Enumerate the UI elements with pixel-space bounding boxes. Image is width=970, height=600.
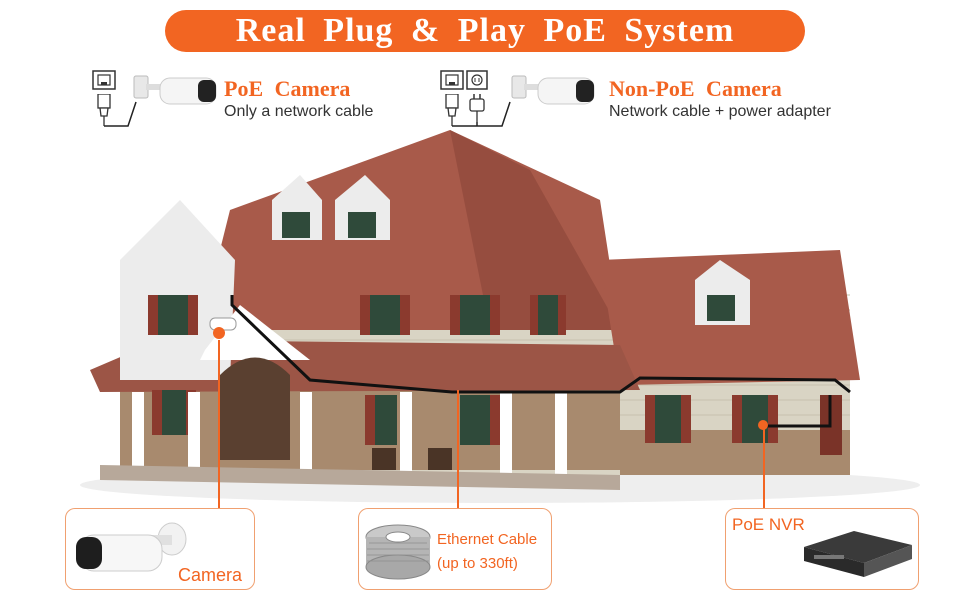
bullet-camera-icon	[76, 522, 187, 572]
cable-line-icon	[104, 101, 137, 127]
camera-label: Camera	[178, 565, 243, 585]
non-poe-camera-title: Non-PoE Camera	[609, 76, 782, 101]
rj45-port-icon	[92, 70, 116, 90]
title-banner: Real Plug & Play PoE System	[165, 10, 805, 52]
poe-nvr-label: PoE NVR	[732, 515, 805, 534]
power-outlet-icon	[466, 70, 488, 90]
ethernet-cable-label: Ethernet Cable	[437, 531, 538, 548]
rj45-plug-icon	[445, 94, 459, 126]
poe-nvr-callout-box: PoE NVR	[725, 508, 919, 590]
nvr-leader-line	[763, 425, 765, 525]
ethernet-cable-spool-icon	[365, 524, 431, 580]
bullet-camera-icon	[511, 75, 595, 105]
nvr-marker-dot	[758, 420, 768, 430]
ethernet-cable-length-label: (up to 330ft)	[437, 555, 518, 572]
camera-marker-dot	[213, 327, 225, 339]
nvr-device-icon	[804, 531, 912, 577]
ethernet-cable-callout-box: Ethernet Cable (up to 330ft)	[358, 508, 552, 590]
house-illustration	[80, 130, 920, 503]
rj45-plug-icon	[97, 94, 111, 126]
cable-leader-line	[457, 390, 459, 514]
power-adapter-icon	[469, 94, 485, 122]
banner-title: Real Plug & Play PoE System	[235, 12, 735, 49]
rj45-port-icon	[440, 70, 464, 90]
camera-callout-box: Camera	[65, 508, 255, 590]
poe-camera-subtitle: Only a network cable	[224, 103, 374, 120]
bullet-camera-icon	[133, 75, 217, 105]
cable-line-icon	[452, 101, 511, 127]
poe-camera-title: PoE Camera	[224, 76, 351, 101]
camera-leader-line	[218, 340, 220, 532]
non-poe-camera-subtitle: Network cable + power adapter	[609, 103, 831, 120]
